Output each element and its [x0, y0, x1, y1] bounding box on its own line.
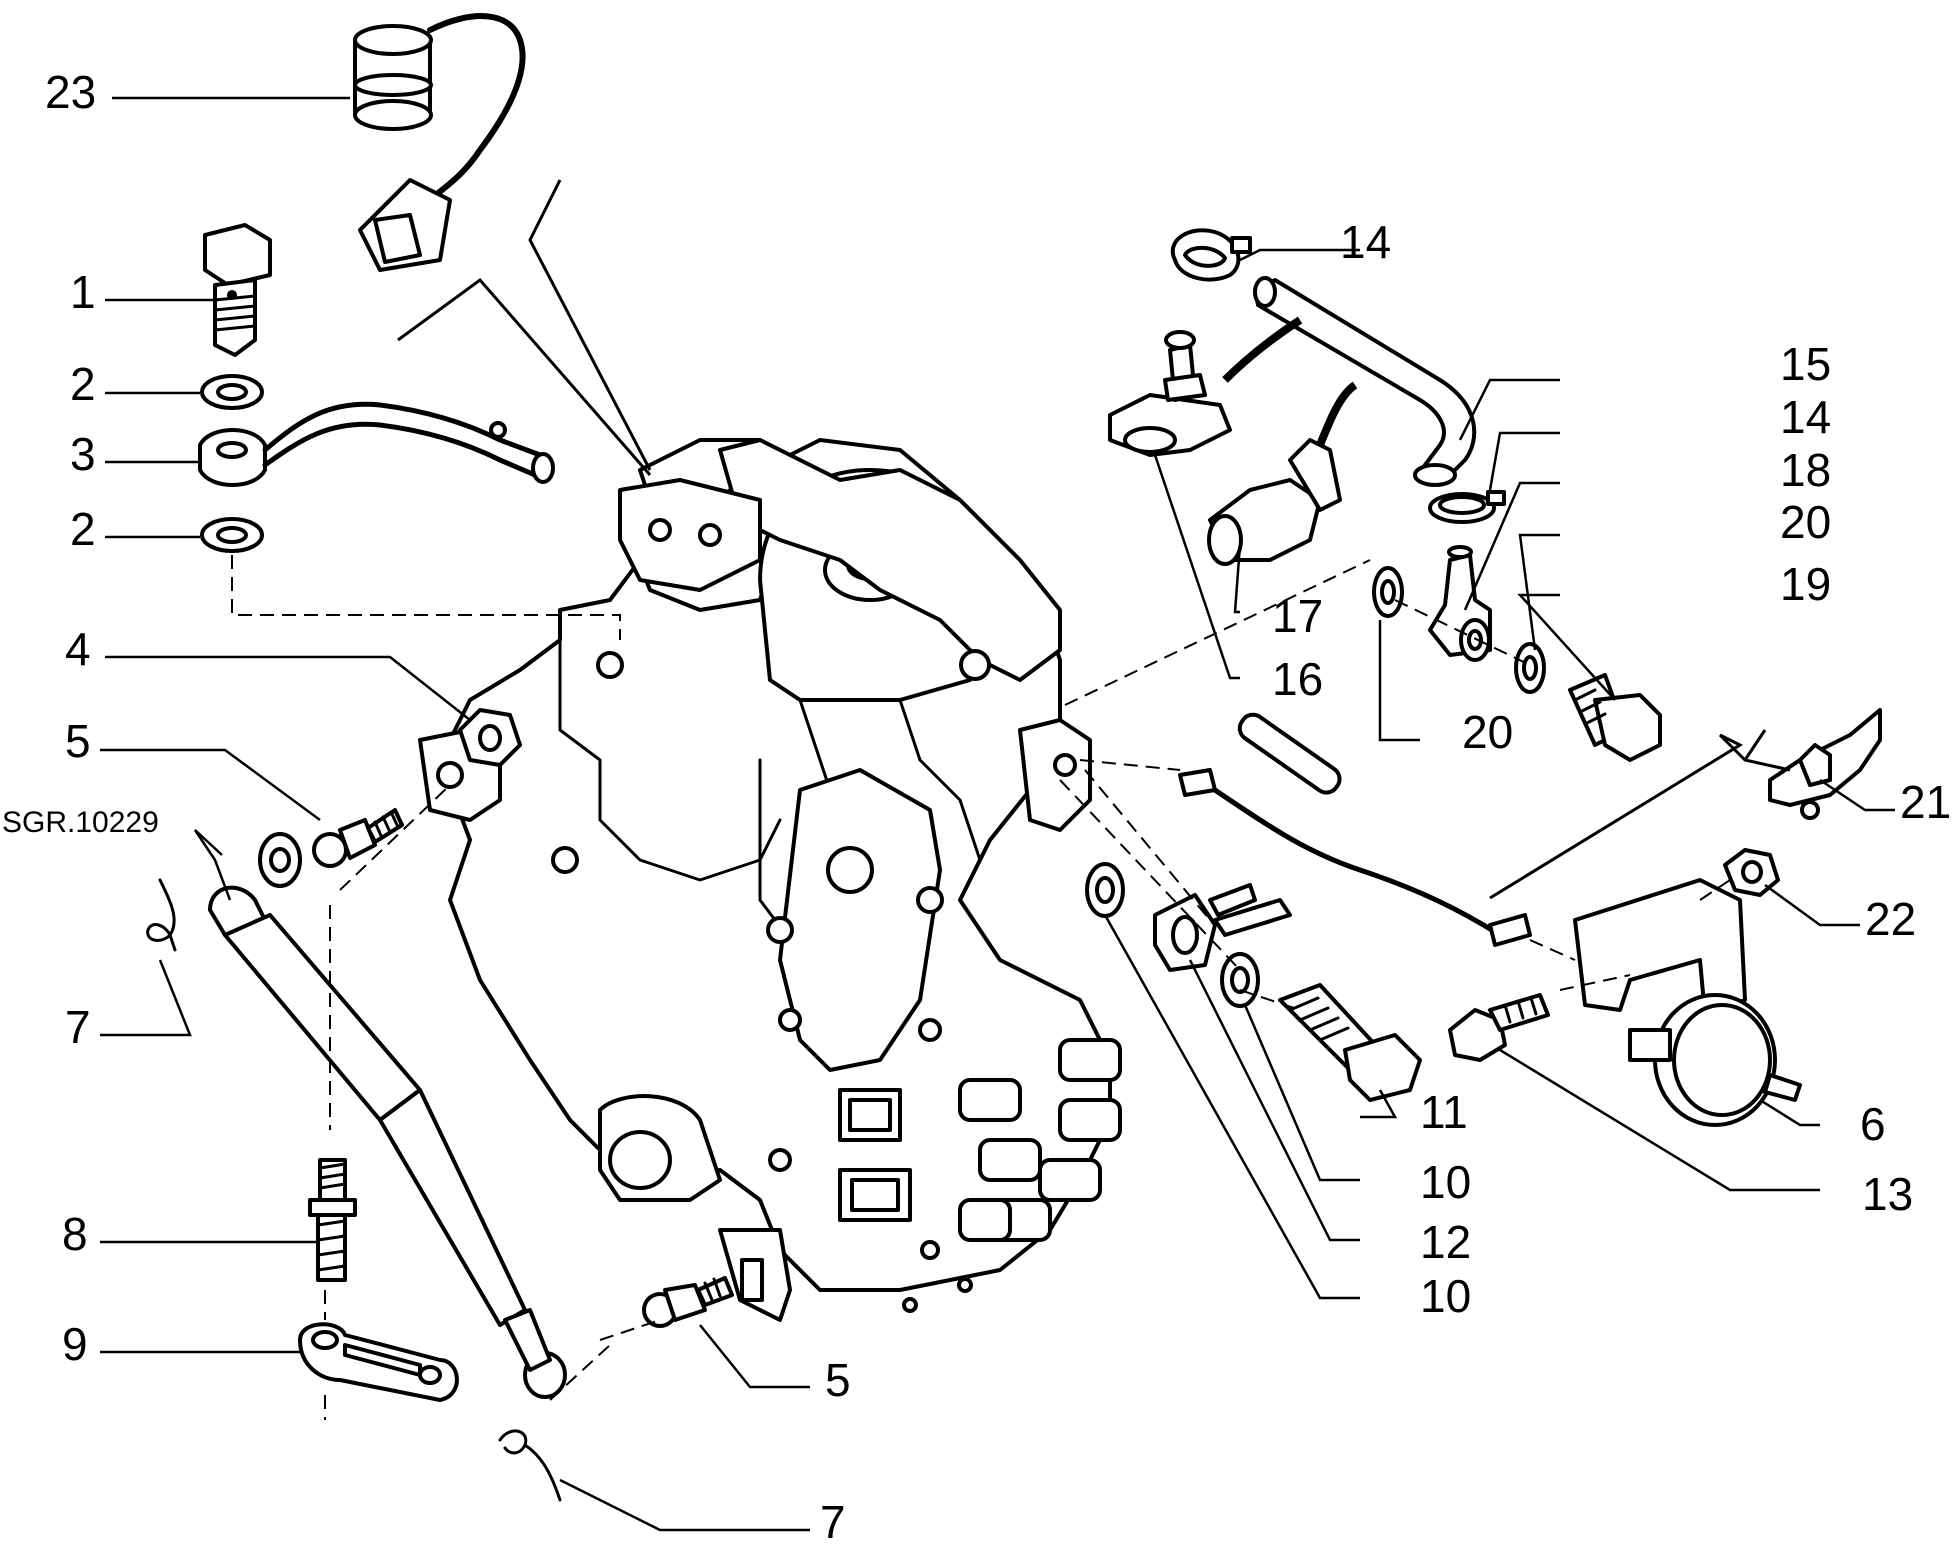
- pointer-lines: [397, 179, 1791, 900]
- callout-18: 18: [1780, 444, 1831, 496]
- callout-2-upper: 2: [70, 358, 96, 410]
- part-2-washer-upper: [200, 374, 264, 410]
- callout-20-left: 20: [1462, 706, 1513, 758]
- callout-10-lower: 10: [1420, 1270, 1471, 1322]
- part-5-ball-stud-upper: [312, 808, 404, 868]
- part-16-bracket-clip: [1108, 330, 1232, 457]
- part-13-screw: [1448, 993, 1550, 1062]
- part-17-hose-connector: [1207, 438, 1342, 566]
- leader-lines: [100, 96, 1895, 1532]
- part-14-hose-clamp-lower: [1428, 490, 1506, 524]
- part-14-hose-clamp-upper: [1170, 228, 1252, 282]
- part-3-banjo-union-pipe: [198, 401, 555, 487]
- callout-11: 11: [1420, 1086, 1468, 1138]
- callout-8: 8: [62, 1208, 88, 1260]
- callout-20-right: 20: [1780, 496, 1831, 548]
- callout-13: 13: [1862, 1168, 1913, 1220]
- callout-10-upper: 10: [1420, 1156, 1471, 1208]
- callout-3: 3: [70, 428, 96, 480]
- part-23-sensor-with-cable: [353, 13, 526, 272]
- callout-7-bottom: 7: [820, 1496, 846, 1548]
- callout-16: 16: [1272, 653, 1323, 705]
- part-10-washer-b: [1085, 862, 1125, 918]
- callout-15: 15: [1780, 338, 1831, 390]
- part-11-banjo-bolt: [1278, 983, 1422, 1102]
- part-10-washer-a: [1220, 952, 1260, 1008]
- part-20-washer-a: [1372, 566, 1404, 618]
- callout-1: 1: [70, 266, 96, 318]
- electrical-lead: [1178, 712, 1532, 947]
- injection-pump-body: [418, 438, 1122, 1322]
- callout-7-left: 7: [65, 1001, 91, 1053]
- part-9-lever: [298, 1322, 459, 1402]
- callout-9: 9: [62, 1318, 88, 1370]
- delivery-valve-fittings: [958, 1038, 1122, 1242]
- reference-code: SGR.10229: [2, 806, 159, 839]
- callout-19: 19: [1780, 558, 1831, 610]
- part-2-washer-lower: [200, 517, 264, 553]
- part-8-stud: [308, 1158, 357, 1282]
- callout-14-upper: 14: [1340, 216, 1391, 268]
- part-15-hose: [1253, 276, 1477, 487]
- assembly-dashed-lines: [231, 555, 1731, 1420]
- callout-14-lower: 14: [1780, 391, 1831, 443]
- part-19-banjo-bolt: [1568, 673, 1662, 762]
- part-1-banjo-bolt: [203, 223, 272, 357]
- part-7-clip-left: [146, 878, 177, 952]
- callout-5-lower: 5: [825, 1354, 851, 1406]
- callout-2-lower: 2: [70, 503, 96, 555]
- part-5-ball-stud-lower: [642, 1276, 734, 1328]
- callout-23: 23: [45, 66, 96, 118]
- callout-labels: SGR.10229 23 1 2 3 2 4 5 7 8 9 5 7 14 15…: [2, 66, 1951, 1548]
- part-4-nut: [458, 708, 522, 767]
- part-22-nut: [1723, 848, 1780, 897]
- callout-6: 6: [1860, 1098, 1886, 1150]
- part-7-clip-bottom: [498, 1429, 562, 1502]
- callout-22: 22: [1865, 893, 1916, 945]
- part-21-bracket: [1768, 708, 1882, 820]
- callout-12: 12: [1420, 1216, 1471, 1268]
- callout-17: 17: [1272, 590, 1323, 642]
- part-18-elbow-fitting: [1428, 545, 1492, 662]
- callout-4: 4: [65, 623, 91, 675]
- part-6-vacuum-actuator: [1573, 878, 1802, 1127]
- part-20-washer-b: [1514, 642, 1546, 694]
- gas-strut: [208, 832, 567, 1399]
- callout-21: 21: [1900, 776, 1951, 828]
- callout-5-upper: 5: [65, 715, 91, 767]
- part-12-banjo-union: [1153, 883, 1292, 972]
